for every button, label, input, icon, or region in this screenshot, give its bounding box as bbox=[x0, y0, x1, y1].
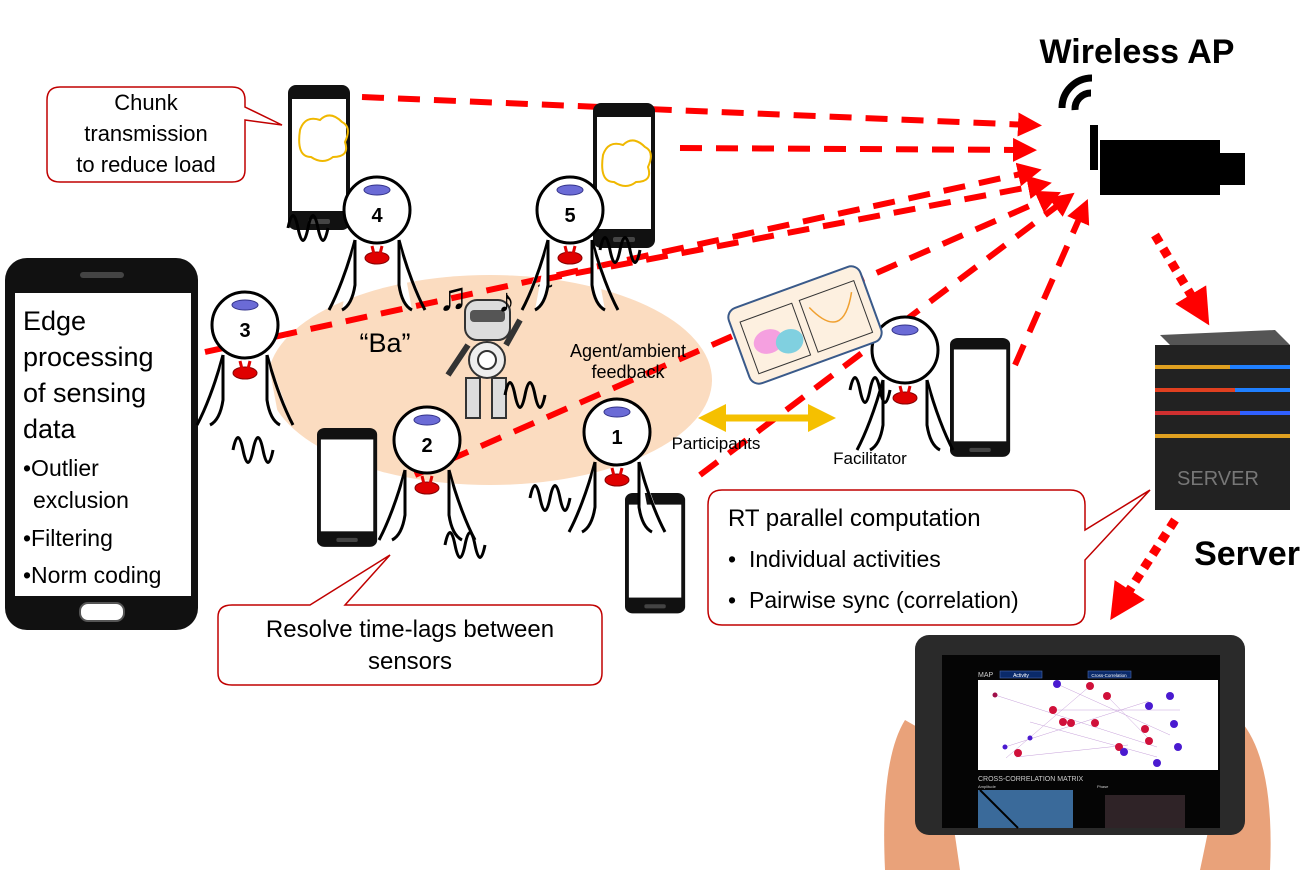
svg-text:transmission: transmission bbox=[84, 121, 207, 146]
svg-text:5: 5 bbox=[564, 205, 575, 227]
svg-text:•: • bbox=[728, 587, 736, 613]
edge-processing-phone: Edge processing of sensing data •Outlier… bbox=[5, 258, 198, 630]
server-label: Server bbox=[1194, 535, 1300, 573]
svg-text:RT parallel computation: RT parallel computation bbox=[728, 505, 981, 532]
svg-text:2: 2 bbox=[421, 435, 432, 457]
svg-text:3: 3 bbox=[239, 320, 250, 342]
access-point-icon bbox=[1058, 74, 1245, 195]
music-note-icon: ♫ bbox=[438, 275, 468, 319]
svg-text:CROSS-CORRELATION MATRIX: CROSS-CORRELATION MATRIX bbox=[978, 776, 1083, 783]
svg-text:Phase: Phase bbox=[1097, 784, 1109, 789]
svg-text:Resolve time-lags between: Resolve time-lags between bbox=[266, 616, 554, 643]
agent-feedback-label: Agent/ambient bbox=[570, 341, 686, 361]
svg-text:of sensing: of sensing bbox=[23, 378, 146, 408]
callout-rt-computation: RT parallel computation • Individual act… bbox=[707, 489, 1151, 626]
ap-to-server-arrow bbox=[1151, 232, 1210, 326]
participant-3: 3 bbox=[195, 290, 295, 427]
svg-text:Edge: Edge bbox=[23, 306, 86, 336]
svg-text:exclusion: exclusion bbox=[33, 487, 129, 513]
thought-bubble-icon bbox=[601, 139, 652, 187]
callout-chunk-transmission: Chunk transmission to reduce load bbox=[46, 86, 283, 183]
svg-text:4: 4 bbox=[371, 205, 383, 227]
tablet-icon: MAP Activity Cross-Correlation CROSS-COR… bbox=[884, 635, 1271, 870]
server-icon: SERVER bbox=[1155, 330, 1290, 510]
svg-text:Amplitude: Amplitude bbox=[978, 784, 997, 789]
server-to-tablet-arrow bbox=[1110, 517, 1179, 621]
facilitator-label: Facilitator bbox=[833, 449, 907, 468]
svg-text:Individual activities: Individual activities bbox=[749, 546, 941, 572]
svg-text:1: 1 bbox=[611, 427, 622, 449]
svg-text:Activity: Activity bbox=[1013, 673, 1029, 679]
svg-text:sensors: sensors bbox=[368, 648, 452, 675]
participant-1: 1 bbox=[567, 397, 667, 534]
svg-text:•Norm coding: •Norm coding bbox=[23, 562, 161, 588]
svg-text:MAP: MAP bbox=[978, 672, 994, 679]
thought-bubble-icon bbox=[298, 114, 349, 162]
wireless-ap-label: Wireless AP bbox=[1040, 33, 1235, 71]
callout-time-lags: Resolve time-lags between sensors bbox=[217, 554, 603, 686]
participant-4: 4 bbox=[327, 175, 427, 312]
svg-text:•Filtering: •Filtering bbox=[23, 525, 113, 551]
participants-label: Participants bbox=[672, 434, 761, 453]
wifi-icon bbox=[1058, 74, 1093, 111]
svg-text:SERVER: SERVER bbox=[1177, 468, 1259, 490]
svg-text:data: data bbox=[23, 414, 77, 444]
svg-text:Pairwise sync (correlation): Pairwise sync (correlation) bbox=[749, 587, 1019, 613]
smartphone-icon bbox=[288, 85, 350, 230]
participant-5: 5 bbox=[520, 175, 620, 312]
svg-text:Cross-Correlation: Cross-Correlation bbox=[1091, 673, 1127, 678]
svg-text:•: • bbox=[728, 546, 736, 572]
svg-text:•Outlier: •Outlier bbox=[23, 455, 99, 481]
music-note-icon: ♪ bbox=[498, 282, 515, 320]
smartphone-icon bbox=[317, 428, 378, 547]
svg-text:processing: processing bbox=[23, 342, 154, 372]
agent-feedback-label-2: feedback bbox=[591, 362, 665, 382]
robot-icon bbox=[445, 299, 523, 419]
svg-text:Chunk: Chunk bbox=[114, 90, 179, 115]
ba-label: “Ba” bbox=[359, 328, 410, 358]
svg-text:to reduce load: to reduce load bbox=[76, 152, 215, 177]
smartphone-icon bbox=[950, 338, 1011, 457]
facilitator-display-card bbox=[727, 265, 883, 385]
smartphone-icon bbox=[593, 103, 655, 248]
participant-2: 2 bbox=[377, 405, 477, 542]
